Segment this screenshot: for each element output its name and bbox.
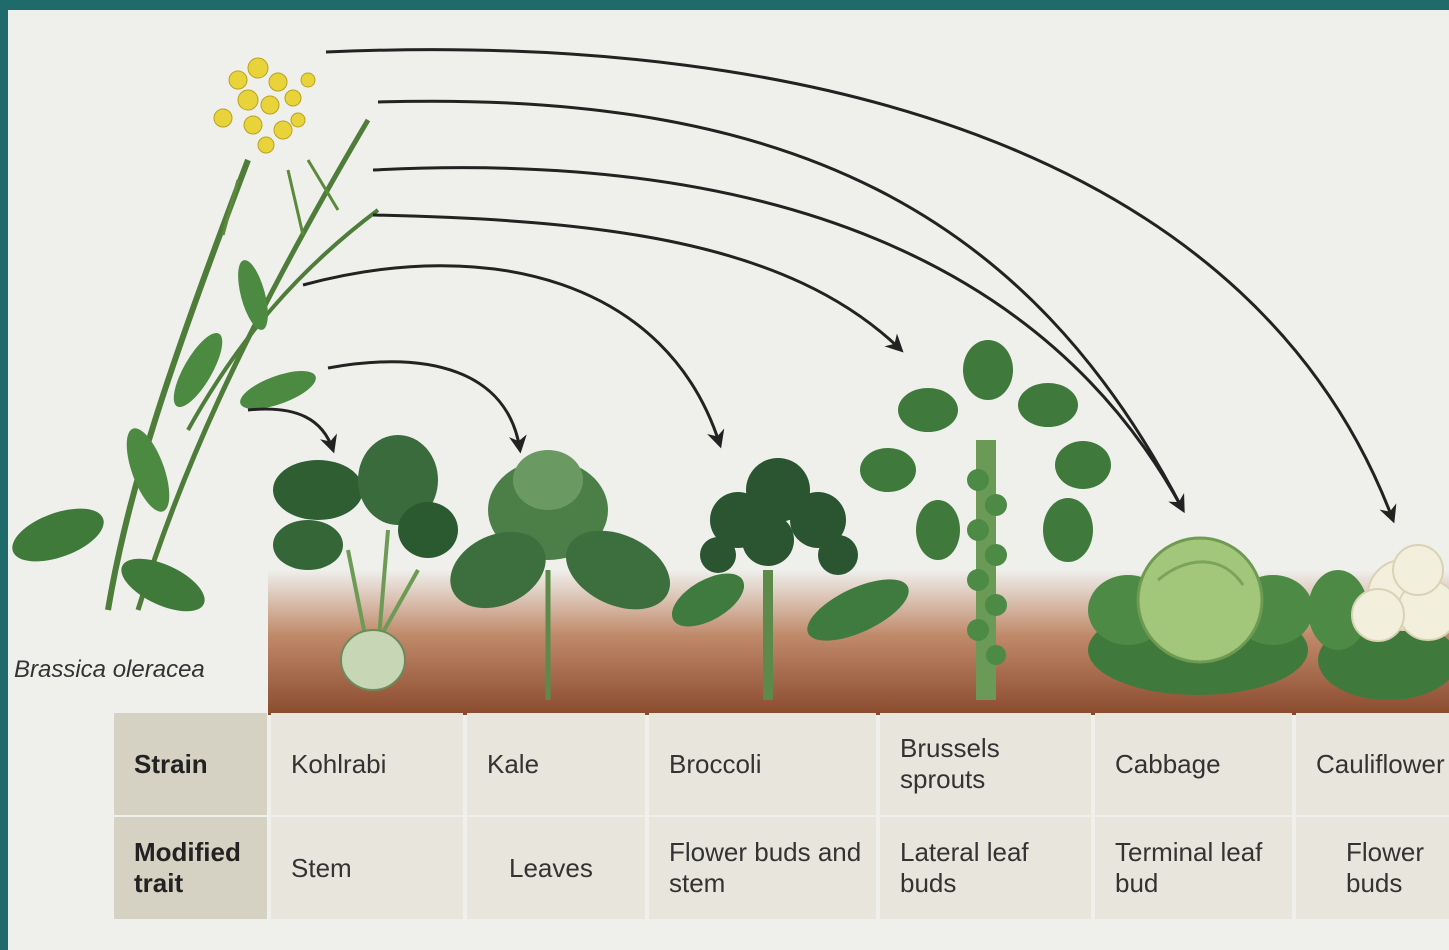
arrow-brussels-sprouts	[373, 215, 901, 350]
arrow-kale	[328, 362, 520, 450]
strain-cauliflower: Cauliflower	[1296, 713, 1449, 815]
diagram-frame: Brassica oleracea Strain Kohlrabi Kale B…	[8, 10, 1449, 950]
arrow-cauliflower	[326, 50, 1393, 520]
arrow-kohlrabi	[248, 409, 333, 450]
strain-kale: Kale	[467, 713, 645, 815]
trait-cauliflower: Flower buds	[1296, 817, 1449, 919]
cauliflower-plant	[1308, 545, 1449, 700]
trait-kale: Leaves	[467, 817, 645, 919]
arrow-cabbage-upper	[378, 101, 1183, 510]
trait-brussels-sprouts: Lateral leaf buds	[880, 817, 1091, 919]
cabbage-plant	[1088, 538, 1313, 695]
trait-kohlrabi: Stem	[271, 817, 463, 919]
strain-row: Strain Kohlrabi Kale Broccoli Brussels s…	[114, 713, 1449, 815]
strain-brussels-sprouts: Brussels sprouts	[880, 713, 1091, 815]
species-label: Brassica oleracea	[14, 656, 205, 684]
strain-table: Strain Kohlrabi Kale Broccoli Brussels s…	[114, 713, 1449, 921]
trait-broccoli: Flower buds and stem	[649, 817, 876, 919]
strain-broccoli: Broccoli	[649, 713, 876, 815]
row-header-modified-trait: Modified trait	[114, 817, 267, 919]
strain-cabbage: Cabbage	[1095, 713, 1292, 815]
trait-cabbage: Terminal leaf bud	[1095, 817, 1292, 919]
strain-kohlrabi: Kohlrabi	[271, 713, 463, 815]
trait-row: Modified trait Stem Leaves Flower buds a…	[114, 817, 1449, 919]
row-header-strain: Strain	[114, 713, 267, 815]
